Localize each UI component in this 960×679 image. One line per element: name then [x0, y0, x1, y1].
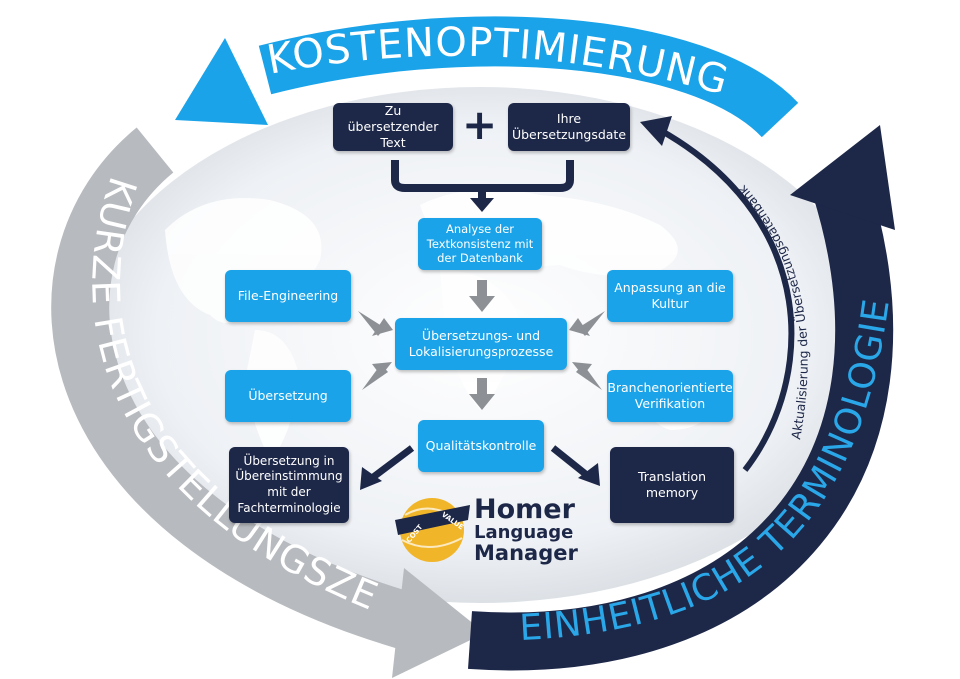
- update-arrowhead: [640, 116, 672, 146]
- logo-line-1: Homer: [474, 494, 575, 525]
- box-terminology-match: Übersetzung in Übereinstimmung mit der F…: [229, 447, 349, 523]
- logo-line-2: Language: [474, 522, 574, 543]
- logo-globe: COST VALUE: [395, 498, 470, 562]
- box-industry-verification: Branchenorientierte Verifikation: [607, 370, 733, 422]
- navy-arc: [468, 176, 893, 671]
- box-source-text: Zu übersetzender Text: [333, 103, 453, 151]
- box-culture-adaptation: Anpassung an die Kultur: [607, 270, 733, 322]
- box-process: Übersetzungs- und Lokalisierungsprozesse: [395, 318, 567, 370]
- output-arrows: [369, 445, 591, 481]
- box-translation-database: Ihre Übersetzungsdate: [508, 103, 630, 151]
- navy-arrowhead: [790, 125, 895, 230]
- plus-sign: +: [462, 100, 498, 149]
- box-quality-control: Qualitätskontrolle: [418, 420, 544, 472]
- logo-line-3: Manager: [474, 541, 578, 565]
- blue-arc: [258, 16, 799, 138]
- box-translation-memory: Translation memory: [610, 447, 734, 523]
- blue-arrowhead: [175, 38, 268, 125]
- box-translation: Übersetzung: [225, 370, 351, 422]
- box-analysis: Analyse der Textkonsistenz mit der Daten…: [418, 218, 542, 270]
- update-arrow: [658, 127, 795, 472]
- gray-arc: [51, 127, 428, 653]
- box-file-engineering: File-Engineering: [225, 270, 351, 322]
- flow-arrows: [358, 280, 605, 410]
- merge-arrowhead: [470, 198, 494, 212]
- gray-arrowhead: [392, 568, 485, 678]
